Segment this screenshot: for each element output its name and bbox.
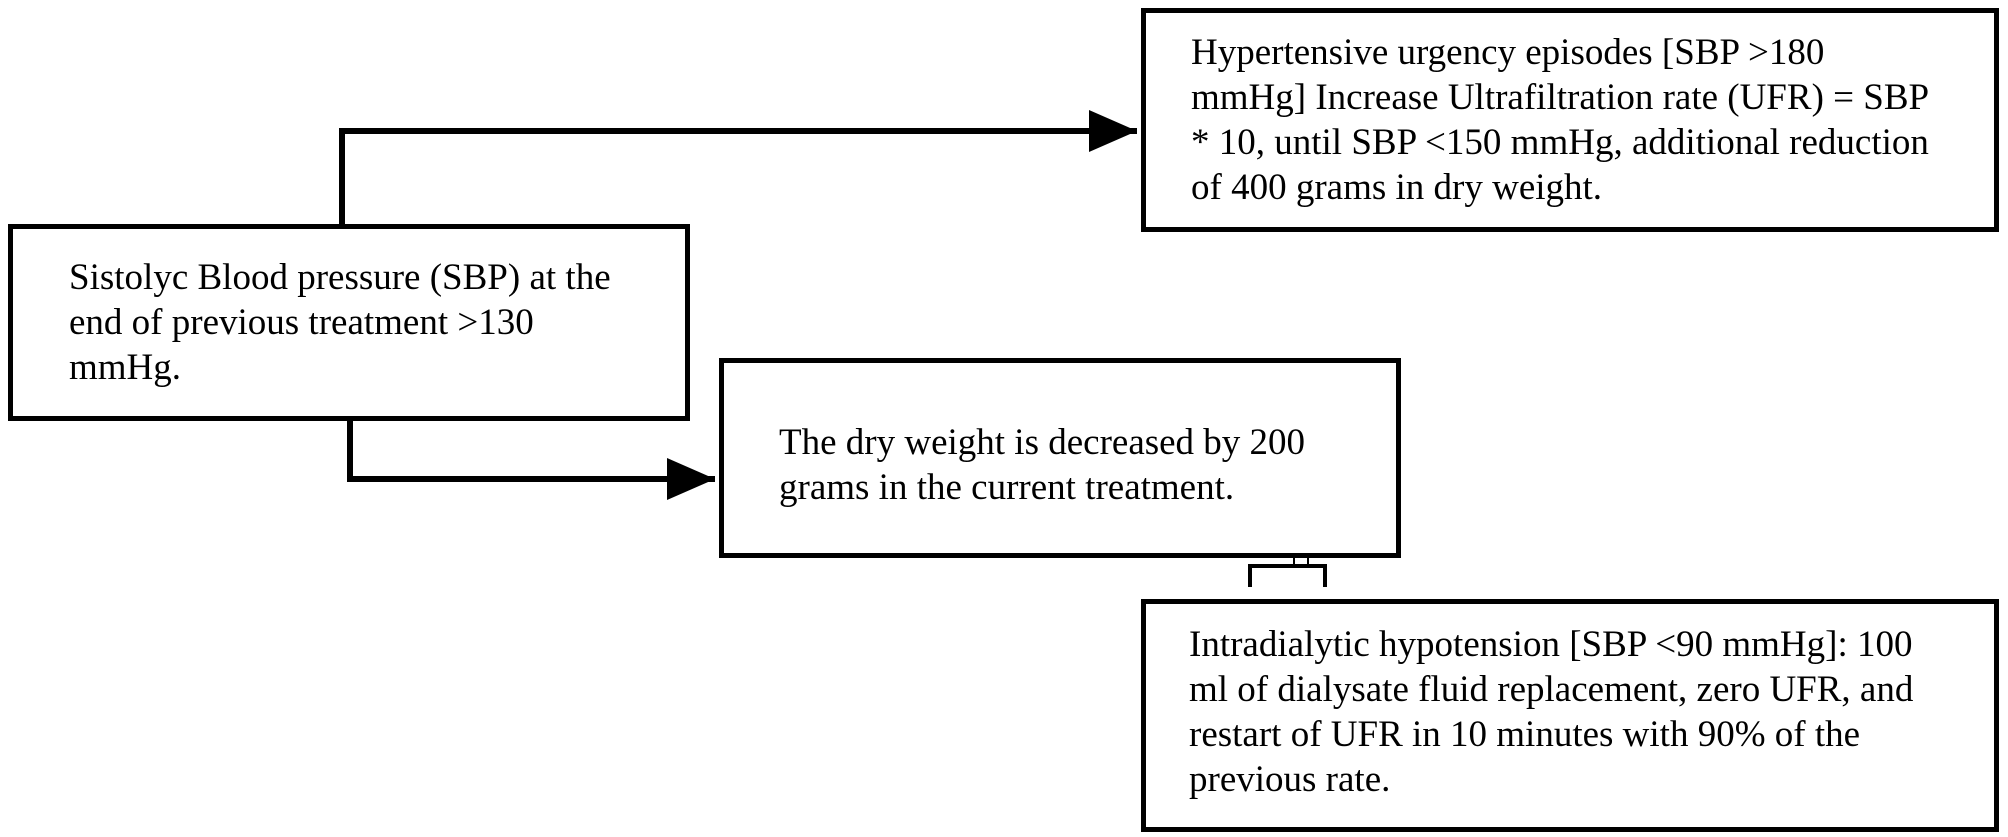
sbp-condition-box: Sistolyc Blood pressure (SBP) at the end… xyxy=(8,224,690,421)
connector-dry-weight-to-hypotension xyxy=(1248,564,1327,587)
arrow-sbp-to-dry-weight xyxy=(347,421,715,500)
dry-weight-box: The dry weight is decreased by 200 grams… xyxy=(719,358,1401,558)
hypertensive-urgency-text: Hypertensive urgency episodes [SBP >180 … xyxy=(1191,32,1930,209)
arrow-sbp-to-urgency xyxy=(339,110,1137,224)
dry-weight-text: The dry weight is decreased by 200 grams… xyxy=(779,422,1306,509)
sbp-condition-text: Sistolyc Blood pressure (SBP) at the end… xyxy=(69,257,611,389)
intradialytic-hypotension-text: Intradialytic hypotension [SBP <90 mmHg]… xyxy=(1189,624,1914,801)
intradialytic-hypotension-box: Intradialytic hypotension [SBP <90 mmHg]… xyxy=(1141,599,1999,832)
connector-tick-marks xyxy=(1293,558,1309,566)
hypertensive-urgency-box: Hypertensive urgency episodes [SBP >180 … xyxy=(1141,8,1999,232)
